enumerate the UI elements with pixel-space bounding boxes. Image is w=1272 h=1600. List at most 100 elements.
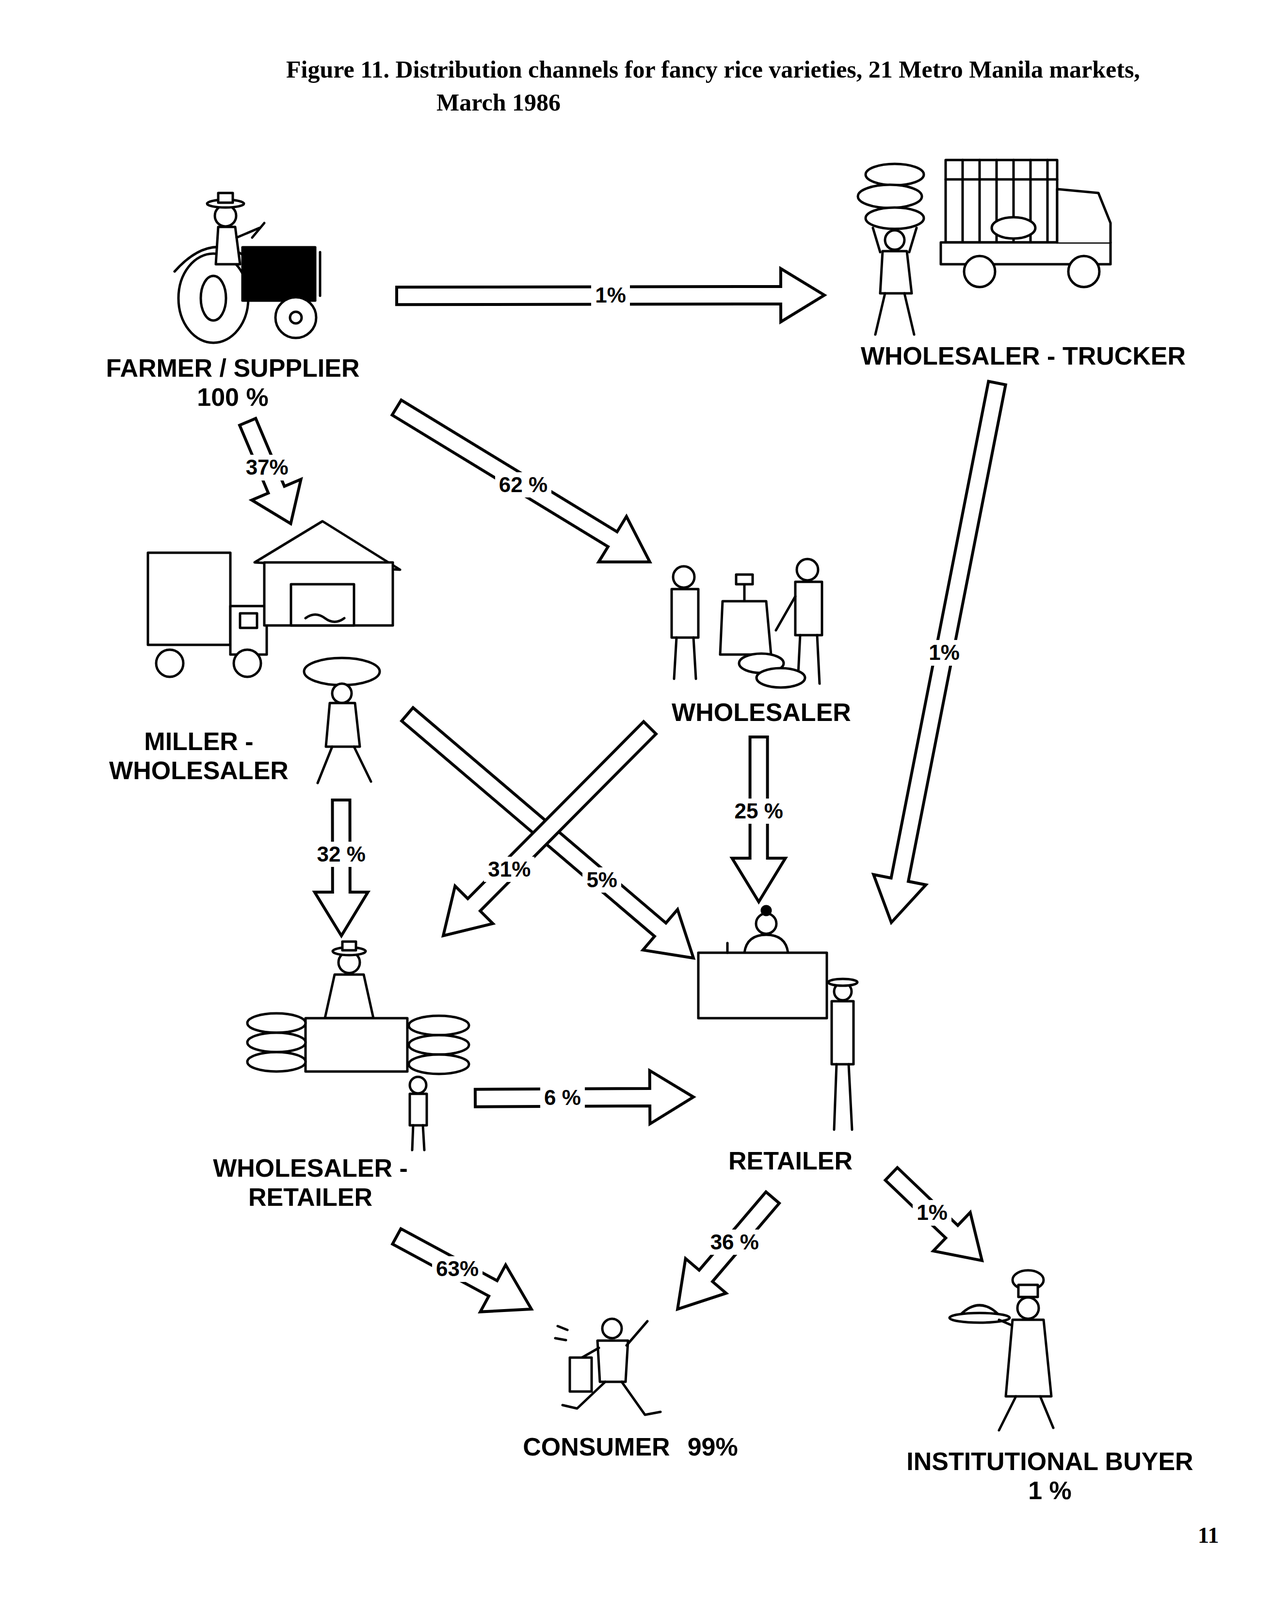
- wholesaler-figure: [743, 584, 746, 602]
- consumer-figure: [569, 1357, 592, 1392]
- trucker-figure: [885, 230, 905, 250]
- actor-node: CONSUMER99%: [499, 1309, 766, 1475]
- wholesaler-figure: [795, 581, 822, 636]
- wholesaler-figure: [720, 601, 772, 655]
- retailer-figure: [726, 943, 729, 953]
- trucker-figure: [909, 227, 917, 253]
- trucker-figure: [872, 227, 881, 253]
- trucker-figure: [964, 256, 996, 288]
- trucker-figure: [857, 160, 1111, 335]
- actor-name: FARMER / SUPPLIER: [72, 354, 393, 384]
- actor-label: RETAILER: [693, 1146, 888, 1176]
- flow-arrow: [392, 1228, 532, 1312]
- miller-figure: [290, 584, 355, 626]
- flow-arrow: [677, 1191, 780, 1310]
- trucker-figure: [865, 163, 924, 186]
- miller-figure: [317, 746, 371, 784]
- retailer-figure: [698, 906, 858, 1130]
- trucker-figure: [1057, 189, 1111, 243]
- page-number: 11: [1197, 1522, 1219, 1549]
- wholesaler-figure: [671, 589, 699, 638]
- actor-node: RETAILER: [693, 901, 892, 1198]
- flow-percent: 1%: [924, 640, 964, 666]
- actor-node: MILLER - WHOLESALER: [92, 523, 408, 801]
- actor-node: WHOLESALER - RETAILER: [184, 935, 476, 1237]
- flow-percent: 63%: [432, 1256, 483, 1282]
- flow-percent: 36 %: [706, 1229, 763, 1256]
- farmer-tractor: [178, 253, 249, 343]
- retailer-figure: [756, 913, 777, 934]
- flow-arrow: [392, 400, 650, 563]
- wholesaler-figure: [756, 668, 806, 688]
- miller-figure: [233, 649, 261, 677]
- farmer-tractor: [215, 226, 241, 265]
- retailer-figure: [744, 934, 789, 953]
- actor-node: WHOLESALER: [649, 552, 877, 738]
- wholesaler-retailer-figure: [247, 1013, 306, 1033]
- chef-figure: [1005, 1320, 1052, 1397]
- flow-arrow: [239, 418, 301, 524]
- wholesaler-retailer-figure: [412, 1125, 425, 1151]
- miller-figure: [264, 562, 393, 626]
- flow-percent: 5%: [582, 867, 622, 893]
- wholesaler-figure: [673, 566, 695, 588]
- retailer-figure: [761, 906, 771, 916]
- actor-label: FARMER / SUPPLIER100 %: [72, 354, 393, 413]
- wholesaler-figure: [736, 574, 753, 585]
- trucker-figure: [945, 160, 1058, 243]
- wholesaler-retailer-figure: [324, 974, 374, 1019]
- retailer-figure: [828, 979, 858, 986]
- farmer-tractor: [200, 275, 226, 321]
- flow-arrow: [401, 708, 694, 959]
- miller-figure: [305, 614, 345, 623]
- consumer-figure: [555, 1319, 661, 1416]
- wholesaler-retailer-figure: [408, 1035, 469, 1055]
- wholesaler-retailer-figure: [247, 941, 469, 1151]
- trucker-figure: [857, 184, 922, 209]
- actor-label: WHOLESALER: [649, 698, 873, 728]
- miller-figure: [304, 658, 380, 686]
- chef-figure: [998, 1396, 1054, 1431]
- wholesaler-retailer-figure: [408, 1054, 469, 1075]
- trucker-figure: [880, 251, 912, 294]
- wholesaler-figure: [671, 559, 822, 688]
- actor-node: WHOLESALER - TRUCKER: [824, 145, 1226, 384]
- wholesaler-figure: [796, 559, 819, 581]
- share-percent: 1 %: [868, 1476, 1232, 1506]
- flow-arrow: [314, 800, 369, 936]
- retailer-figure: [831, 1001, 854, 1065]
- wholesaler-figure: [674, 637, 696, 679]
- consumer-figure: [555, 1326, 568, 1341]
- consumer-figure: [581, 1321, 648, 1358]
- flow-percent: 1%: [912, 1200, 952, 1226]
- miller-figure: [325, 703, 360, 747]
- wholesaler-retailer-figure: [409, 1094, 427, 1126]
- consumer-figure: [602, 1319, 622, 1339]
- actor-label: MILLER - WHOLESALER: [92, 727, 306, 786]
- actor-name: WHOLESALER: [649, 698, 873, 728]
- wholesaler-retailer-figure: [305, 1018, 408, 1072]
- flow-arrow: [873, 381, 1006, 923]
- consumer-figure: [597, 1340, 628, 1383]
- actor-name: RETAILER: [693, 1146, 888, 1176]
- miller-figure: [240, 613, 258, 628]
- flow-percent: 32 %: [313, 841, 370, 868]
- actor-label: CONSUMER99%: [499, 1433, 762, 1463]
- farmer-tractor: [242, 247, 316, 301]
- farmer-tractor: [275, 297, 317, 339]
- actor-name: MILLER - WHOLESALER: [92, 727, 306, 786]
- flow-percent: 31%: [483, 856, 535, 883]
- actor-label: INSTITUTIONAL BUYER1 %: [868, 1447, 1232, 1506]
- farmer-tractor: [289, 311, 302, 324]
- flow-percent: 25 %: [730, 798, 787, 824]
- trucker-figure: [875, 293, 915, 335]
- flow-arrow: [443, 721, 657, 936]
- wholesaler-retailer-figure: [342, 941, 356, 951]
- flow-percent: 6 %: [540, 1085, 585, 1111]
- flow-arrow: [885, 1167, 983, 1261]
- actor-node: FARMER / SUPPLIER100 %: [72, 184, 397, 422]
- wholesaler-retailer-figure: [408, 1015, 469, 1036]
- retailer-figure: [698, 952, 827, 1019]
